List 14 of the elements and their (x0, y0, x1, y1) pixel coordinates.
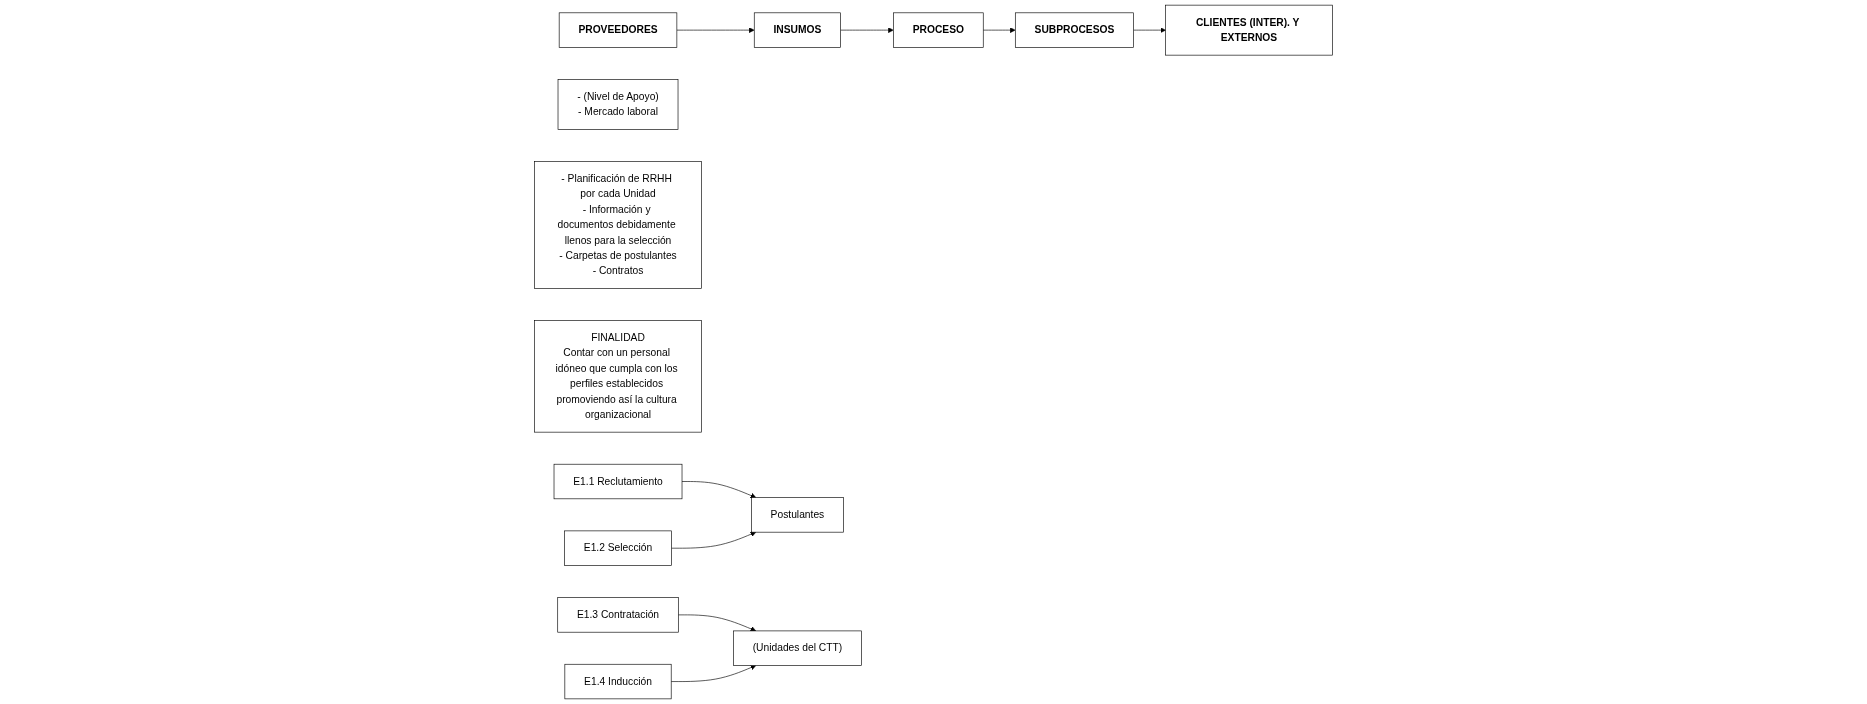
node-box: SUBPROCESOS (1014, 12, 1134, 48)
node-box: E1.4 Inducción (564, 663, 672, 700)
node-box: CLIENTES (INTER). Y EXTERNOS (1165, 4, 1333, 56)
node-box: E1.1 Reclutamiento (553, 463, 683, 500)
node-box: - Planificación de RRHH por cada Unidad - Información y documentos debidamente llenos para la selección - Carpetas de postulantes - Contratos (534, 161, 702, 289)
node-box: E1.3 Contratación (557, 597, 679, 633)
node-box: E1.2 Selección (564, 530, 672, 566)
node-box: (Unidades del CTT) (733, 630, 862, 666)
node-box: FINALIDAD Contar con un personal idóneo que cumpla con los perfiles establecidos promoviendo así la cultura organizacional (534, 320, 702, 433)
node-box: - (Nivel de Apoyo) - Mercado laboral (557, 79, 679, 130)
node-box: INSUMOS (753, 12, 841, 48)
node-box: PROCESO (893, 12, 984, 48)
node-box: PROVEEDORES (558, 12, 678, 48)
node-box: Postulantes (751, 497, 844, 533)
